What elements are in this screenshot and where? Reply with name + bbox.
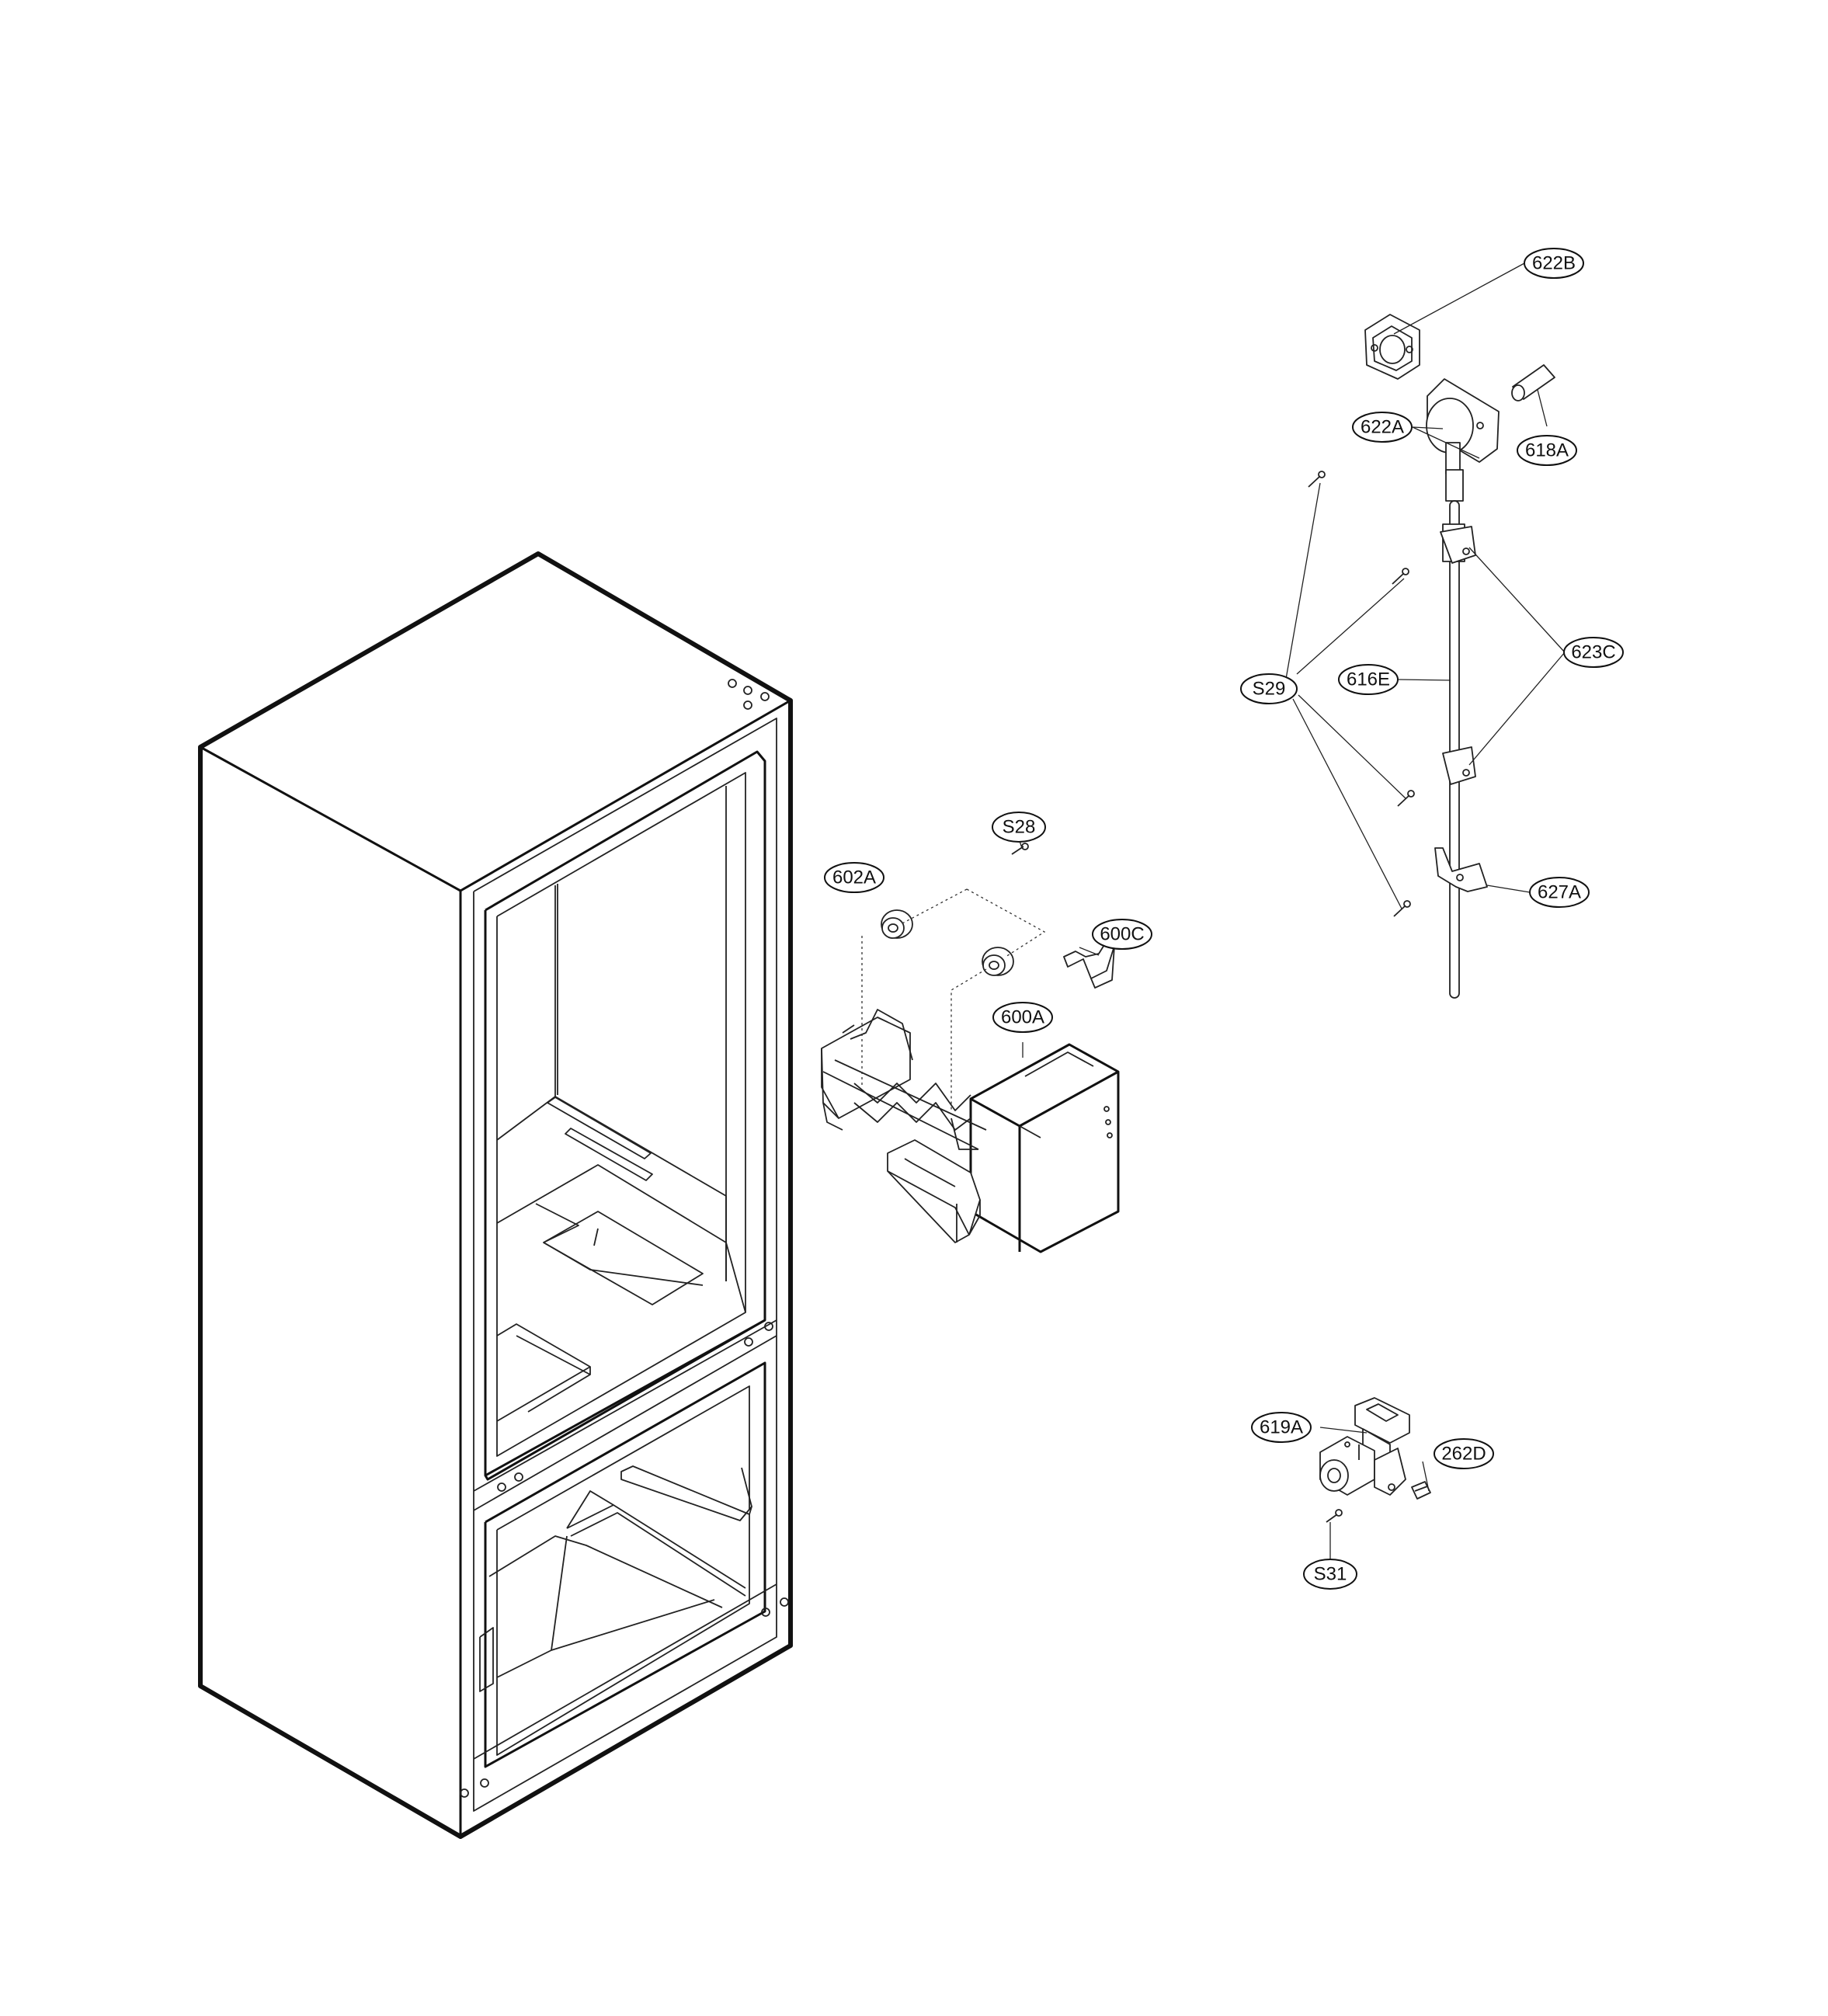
svg-text:600C: 600C	[1100, 924, 1144, 945]
clip-623C-upper	[1440, 526, 1476, 564]
screws-S29	[1308, 471, 1415, 917]
fitting-622A	[1426, 378, 1500, 474]
svg-text:619A: 619A	[1260, 1417, 1303, 1438]
svg-text:S29: S29	[1253, 679, 1286, 700]
water-valve-619A	[1319, 1397, 1410, 1496]
callout-622B: 622B	[1524, 248, 1584, 279]
svg-text:618A: 618A	[1525, 440, 1569, 461]
grommet-602A-right	[982, 947, 1014, 976]
callout-602A: 602A	[824, 862, 884, 893]
clip-600C	[1063, 940, 1115, 989]
callout-623C: 623C	[1563, 637, 1624, 668]
svg-text:622A: 622A	[1361, 417, 1404, 438]
refrigerator-cabinet	[198, 551, 793, 1839]
screw-S28	[1011, 843, 1029, 855]
callout-619A: 619A	[1251, 1412, 1312, 1443]
callout-622A: 622A	[1352, 412, 1413, 443]
svg-text:627A: 627A	[1538, 882, 1581, 903]
callout-600C: 600C	[1092, 919, 1152, 950]
gasket-622B	[1364, 314, 1420, 380]
callout-627A: 627A	[1529, 877, 1590, 908]
svg-text:S31: S31	[1314, 1564, 1347, 1585]
leader-lines	[1018, 262, 1566, 1561]
svg-text:623C: 623C	[1571, 642, 1615, 663]
clamp-262D	[1411, 1481, 1431, 1500]
svg-text:602A: 602A	[832, 867, 876, 888]
grommet-602A-left	[881, 909, 913, 939]
clip-623C-lower	[1442, 746, 1476, 785]
fill-tube-assembly	[1308, 314, 1555, 999]
callout-600A: 600A	[992, 1002, 1053, 1033]
svg-text:600A: 600A	[1001, 1007, 1044, 1028]
clip-627A	[1434, 847, 1488, 892]
callout-S31: S31	[1303, 1559, 1357, 1590]
sleeve-618A	[1511, 364, 1555, 401]
callout-262D: 262D	[1434, 1438, 1494, 1469]
callout-S28: S28	[992, 812, 1046, 843]
screw-S31	[1326, 1509, 1343, 1523]
ice-maker-assembly	[821, 1009, 1120, 1253]
svg-text:S28: S28	[1003, 817, 1036, 838]
callout-618A: 618A	[1517, 435, 1577, 466]
svg-text:622B: 622B	[1532, 253, 1576, 274]
callout-616E: 616E	[1338, 664, 1399, 695]
svg-text:262D: 262D	[1441, 1444, 1486, 1465]
svg-text:616E: 616E	[1347, 669, 1390, 690]
callout-S29: S29	[1240, 673, 1298, 704]
